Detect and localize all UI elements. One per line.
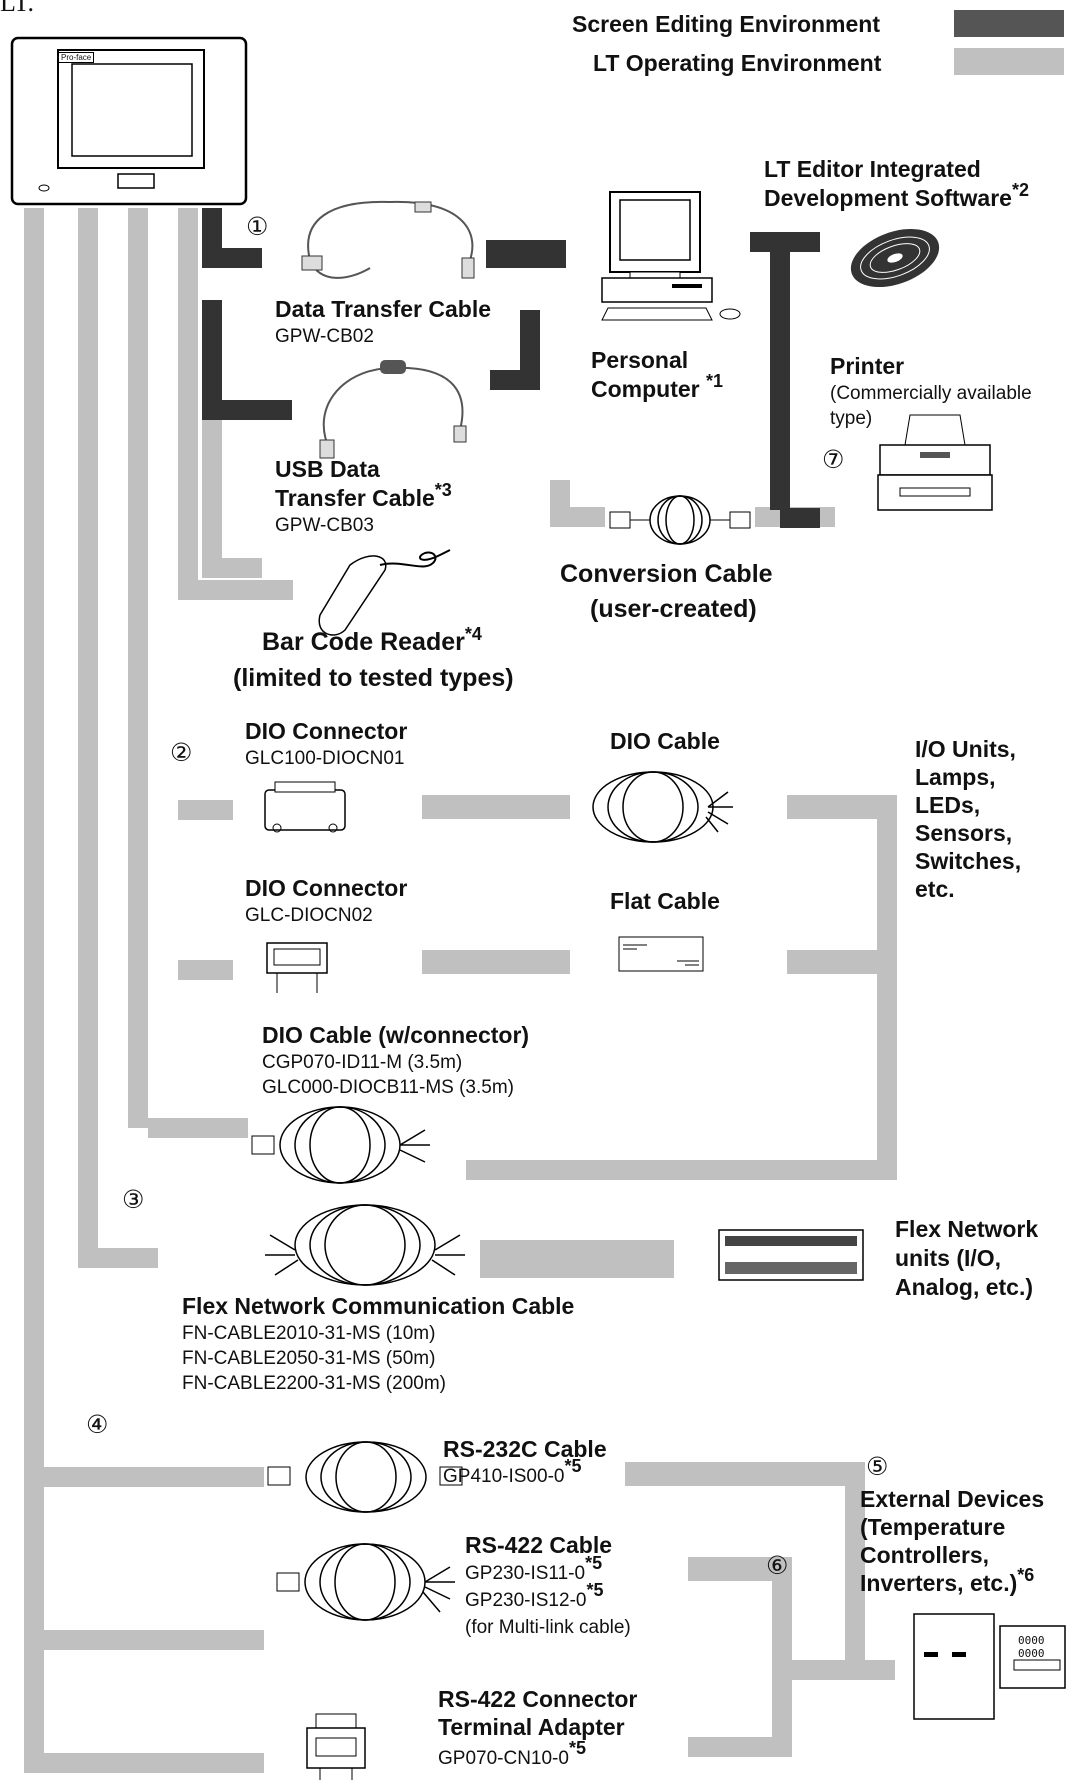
rs422-connector-icon: [306, 1713, 366, 1780]
rs422-sub: (for Multi-link cable): [465, 1617, 631, 1638]
legend-lt-operating-swatch: [954, 48, 1064, 75]
dio-cable-conn-icon: [251, 1106, 430, 1184]
top-fragment: LT.: [0, 0, 34, 17]
printer-icon: [877, 414, 993, 511]
io-units-line4: Sensors,: [915, 820, 1013, 846]
dio-connector2-icon: [266, 942, 328, 993]
flex-cable-icon: [265, 1204, 465, 1286]
lt-editor-line2: Development Software*2: [764, 180, 1029, 211]
rs232c-name: RS-232C Cable: [443, 1436, 607, 1462]
dio-connector2-name: DIO Connector: [245, 875, 408, 901]
lt-brand-logo: Pro-face: [58, 52, 95, 64]
personal-computer-line1: Personal: [591, 347, 689, 373]
external-devices-line1: External Devices: [860, 1486, 1045, 1512]
io-units-line6: etc.: [915, 876, 955, 902]
marker-1: ①: [246, 212, 269, 241]
usb-cable-line2: Transfer Cable*3: [275, 480, 452, 511]
lt-editor-line1: LT Editor Integrated: [764, 156, 981, 182]
flat-cable-name: Flat Cable: [610, 888, 720, 914]
dio-connector1-model: GLC100-DIOCN01: [245, 748, 405, 769]
external-devices-line2: (Temperature: [860, 1514, 1006, 1540]
rs422-connector-model: GP070-CN10-0*5: [438, 1738, 586, 1769]
conversion-cable-line1: Conversion Cable: [560, 560, 773, 588]
dio-connector2-model: GLC-DIOCN02: [245, 905, 373, 926]
printer-name: Printer: [830, 353, 905, 379]
dio-cable-conn-model2: GLC000-DIOCB11-MS (3.5m): [262, 1077, 514, 1098]
legend-screen-editing-label: Screen Editing Environment: [572, 11, 880, 37]
rs422-model1: GP230-IS11-0*5: [465, 1553, 603, 1584]
rs422-connector-line2: Terminal Adapter: [438, 1714, 625, 1740]
device-display-value1: 0000: [1018, 1634, 1045, 1647]
flat-cable-icon: [618, 936, 704, 972]
rs232c-cable-icon: [267, 1441, 463, 1513]
usb-cable-model: GPW-CB03: [275, 515, 374, 536]
flex-cable-model1: FN-CABLE2010-31-MS (10m): [182, 1323, 436, 1344]
device-display-value2: 0000: [1018, 1647, 1045, 1660]
usb-cable-line1: USB Data: [275, 456, 380, 482]
marker-5: ⑤: [866, 1452, 889, 1481]
flex-units-line3: Analog, etc.): [895, 1274, 1034, 1300]
bar-code-reader-line2: (limited to tested types): [233, 664, 514, 692]
flex-cable-model3: FN-CABLE2200-31-MS (200m): [182, 1373, 446, 1394]
software-disc-icon: [850, 228, 940, 288]
rs232c-model: GP410-IS00-0*5: [443, 1456, 582, 1487]
rs422-cable-icon: [276, 1543, 455, 1621]
flex-units-icon: [718, 1229, 864, 1281]
flex-units-line2: units (I/O,: [895, 1245, 1002, 1271]
conversion-cable-icon: [609, 495, 751, 545]
rs422-name: RS-422 Cable: [465, 1532, 613, 1558]
flex-cable-name: Flex Network Communication Cable: [182, 1293, 575, 1319]
personal-computer-line2: Computer *1: [591, 371, 724, 402]
io-units-line2: Lamps,: [915, 764, 996, 790]
printer-desc2: type): [830, 408, 873, 429]
usb-cable-icon: [319, 360, 467, 459]
legend-screen-editing-swatch: [954, 10, 1064, 37]
marker-7: ⑦: [822, 445, 845, 474]
data-transfer-cable-model: GPW-CB02: [275, 326, 374, 347]
io-units-line1: I/O Units,: [915, 736, 1016, 762]
flex-cable-model2: FN-CABLE2050-31-MS (50m): [182, 1348, 436, 1369]
rs422-model2: GP230-IS12-0*5: [465, 1580, 604, 1611]
rs422-connector-line1: RS-422 Connector: [438, 1686, 638, 1712]
screen-editing-lines: [202, 208, 820, 528]
external-devices-line4: Inverters, etc.)*6: [860, 1565, 1035, 1596]
external-devices-icon: [913, 1613, 1066, 1720]
marker-3: ③: [122, 1185, 145, 1214]
dio-cable-conn-model1: CGP070-ID11-M (3.5m): [262, 1052, 463, 1073]
dio-cable-conn-name: DIO Cable (w/connector): [262, 1022, 530, 1048]
dio-connector1-icon: [264, 781, 346, 833]
io-units-line3: LEDs,: [915, 792, 981, 818]
external-devices-line3: Controllers,: [860, 1542, 990, 1568]
dio-cable-name: DIO Cable: [610, 728, 720, 754]
marker-6: ⑥: [766, 1551, 789, 1580]
marker-4: ④: [86, 1410, 109, 1439]
conversion-cable-line2: (user-created): [590, 595, 757, 623]
personal-computer-icon: [601, 191, 741, 321]
flex-units-line1: Flex Network: [895, 1216, 1039, 1242]
bar-code-reader-line1: Bar Code Reader*4: [262, 624, 482, 656]
dio-connector1-name: DIO Connector: [245, 718, 408, 744]
legend-lt-operating-label: LT Operating Environment: [593, 50, 882, 76]
printer-desc1: (Commercially available: [830, 383, 1032, 404]
io-units-line5: Switches,: [915, 848, 1022, 874]
data-transfer-cable-name: Data Transfer Cable: [275, 296, 492, 322]
bar-code-reader-icon: [318, 549, 451, 636]
lt-unit-icon: [10, 36, 248, 206]
marker-2: ②: [170, 738, 193, 767]
dio-cable-icon: [592, 771, 733, 843]
data-transfer-cable-icon: [301, 200, 475, 279]
